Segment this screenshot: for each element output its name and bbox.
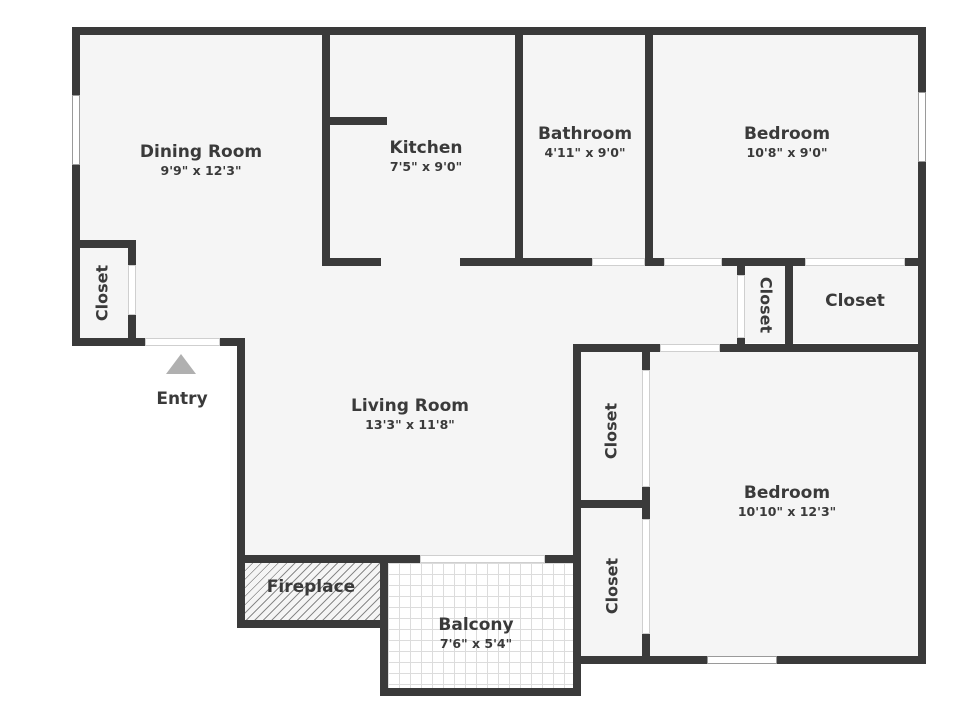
bedroom2-window: [707, 656, 777, 664]
wall-bedroom1-bottom-mid: [722, 258, 805, 266]
hall-closet-door[interactable]: [737, 275, 745, 338]
entry-closet-floor: [80, 248, 128, 338]
kitchen-floor: [330, 35, 515, 266]
bedroom1-door[interactable]: [664, 258, 722, 266]
wall-closet-column-right-bottom: [642, 634, 650, 656]
wall-top: [72, 27, 926, 35]
room-name: Kitchen: [389, 138, 463, 158]
wall-hall-bottom-right: [720, 344, 926, 352]
wall-entry-closet-top: [72, 240, 136, 248]
bedroom1-window: [918, 92, 926, 162]
room-name: Dining Room: [139, 142, 263, 162]
wall-closet-column-right-top: [642, 352, 650, 370]
kitchen-label: Kitchen 7'5" x 9'0": [390, 138, 463, 176]
wall-hall-closet-left-bottom: [737, 338, 745, 346]
entry-name: Entry: [156, 389, 208, 409]
wall-closet-column-left: [573, 344, 581, 696]
room-dimensions: 10'10" x 12'3": [737, 504, 837, 519]
bedroom2-closet-lower-label: Closet: [602, 557, 622, 615]
room-dimensions: 7'5" x 9'0": [389, 159, 463, 174]
wall-hall-closet-left: [737, 266, 745, 275]
wall-dining-kitchen: [322, 35, 330, 266]
room-dimensions: 4'11" x 9'0": [544, 145, 626, 160]
entry-closet-label: Closet: [92, 264, 112, 322]
room-name: Living Room: [351, 396, 469, 416]
room-dimensions: 10'8" x 9'0": [746, 145, 828, 160]
bedroom1-closet-door[interactable]: [805, 258, 905, 266]
balcony-door[interactable]: [420, 555, 545, 563]
bedroom2-closet-lower-floor: [581, 508, 642, 656]
wall-balcony-left: [380, 563, 388, 696]
bedroom2-floor: [650, 352, 918, 656]
bedroom1-floor: [653, 35, 918, 266]
wall-entry-closet-right-top: [128, 240, 136, 265]
wall-closet-divider: [581, 500, 642, 508]
bedroom2-door[interactable]: [660, 344, 720, 352]
wall-living-bottom-right: [545, 555, 581, 563]
entry-label: Entry: [156, 389, 207, 409]
wall-hall-bottom-left: [573, 344, 660, 352]
hall-floor: [245, 266, 737, 346]
bedroom1-closet-floor: [793, 266, 918, 343]
entry-closet-door[interactable]: [128, 265, 136, 315]
bedroom2-closet-upper-label: Closet: [601, 402, 621, 460]
wall-bathroom-bedroom: [645, 35, 653, 266]
dining-window: [72, 95, 80, 165]
wall-living-bottom: [237, 555, 420, 563]
dining-room-label: Dining Room 9'9" x 12'3": [140, 142, 262, 180]
fireplace-name: Fireplace: [266, 577, 356, 597]
living-room-label: Living Room 13'3" x 11'8": [351, 396, 469, 434]
bedroom1-label: Bedroom 10'8" x 9'0": [744, 124, 830, 162]
bedroom1-closet-label: Closet: [825, 291, 885, 311]
living-room-floor: [245, 346, 573, 555]
wall-kitchen-bottom-left: [322, 258, 381, 266]
wall-fireplace-bottom: [237, 620, 388, 628]
wall-closets-divider: [785, 266, 793, 346]
bedroom2-closet-upper-floor: [581, 352, 642, 500]
balcony-tile: [388, 563, 573, 688]
entry-arrow-icon: [166, 354, 196, 374]
fireplace-hatch: [245, 563, 380, 620]
entry-door[interactable]: [145, 338, 220, 346]
wall-bath-bed-junction: [645, 258, 664, 266]
wall-kitchen-bottom-right: [460, 258, 592, 266]
bedroom2-label: Bedroom 10'10" x 12'3": [738, 483, 836, 521]
wall-closet-column-right-mid: [642, 487, 650, 519]
room-name: Bedroom: [743, 483, 831, 503]
hall-closet-label: Closet: [756, 276, 776, 334]
wall-entry-right: [220, 338, 245, 346]
wall-kitchen-bathroom: [515, 35, 523, 266]
wall-kitchen-stub: [330, 117, 387, 125]
wall-balcony-bottom: [380, 688, 581, 696]
bathroom-label: Bathroom 4'11" x 9'0": [538, 124, 632, 162]
closet-name: Closet: [825, 291, 885, 311]
balcony-label: Balcony 7'6" x 5'4": [438, 615, 513, 653]
room-name: Balcony: [438, 615, 514, 635]
room-dimensions: 9'9" x 12'3": [160, 163, 242, 178]
bathroom-door[interactable]: [592, 258, 645, 266]
wall-living-left: [237, 338, 245, 628]
room-dimensions: 7'6" x 5'4": [439, 636, 513, 651]
bedroom2-closet-upper-door[interactable]: [642, 370, 650, 487]
hall-closet-floor: [745, 266, 785, 343]
wall-entry-bottom: [72, 338, 145, 346]
room-dimensions: 13'3" x 11'8": [365, 417, 455, 432]
fireplace-label: Fireplace: [267, 577, 355, 597]
wall-entry-closet-right-bottom: [128, 315, 136, 346]
wall-left: [72, 27, 80, 346]
room-name: Bathroom: [537, 124, 633, 144]
wall-bedroom1-bottom-right: [905, 258, 918, 266]
room-name: Bedroom: [743, 124, 831, 144]
bedroom2-closet-lower-door[interactable]: [642, 519, 650, 634]
bathroom-floor: [523, 35, 645, 266]
